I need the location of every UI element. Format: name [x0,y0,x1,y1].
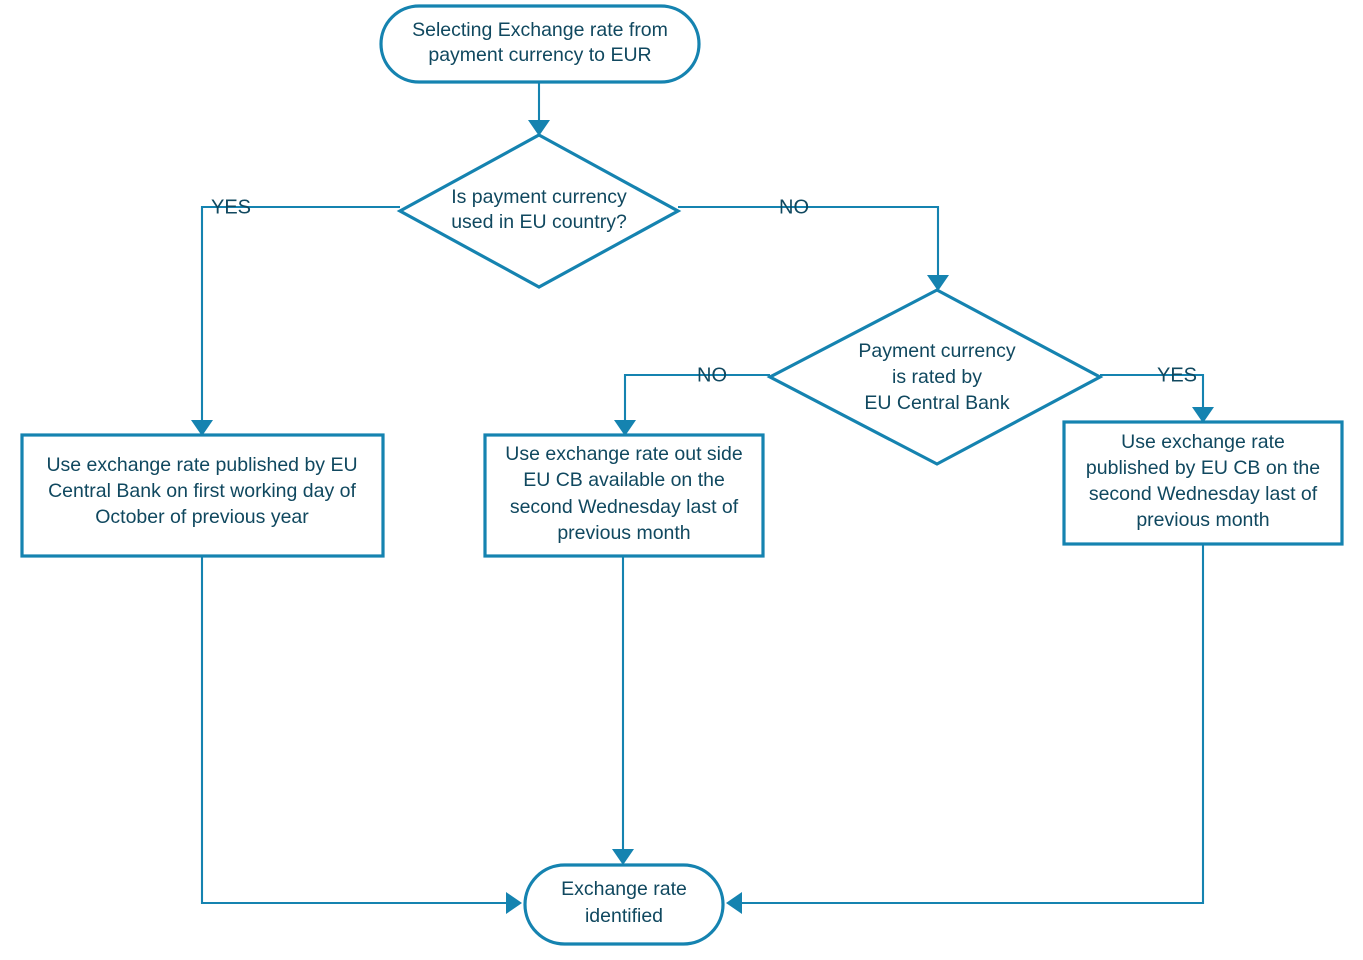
decision-rated-line-3: EU Central Bank [864,392,1009,414]
process-outside-ecb-shape[interactable] [483,433,765,558]
arrow-head-icon [726,892,742,914]
edge-path [200,205,400,422]
edge-rated-no-to-outside [614,373,770,436]
end-node-line-1: Exchange rate [561,878,687,900]
edge-eu-no-to-decision-rated [678,205,949,291]
decision-eu-country-shape[interactable] [396,133,682,289]
process-october-line-1: Use exchange rate published by EU [46,454,357,476]
process-outside-line-4: previous month [557,522,690,544]
edge-path [623,373,770,422]
process-ecb-wednesday-line-1: Use exchange rate [1121,431,1285,453]
node-end[interactable]: Exchange rate identified [523,863,725,946]
node-decision-eu-country[interactable]: Is payment currency used in EU country? [396,133,682,289]
process-outside-line-3: second Wednesday last of [510,496,739,518]
decision-eu-country-line-2: used in EU country? [451,211,627,233]
edge-label-eu-country-no: NO [779,196,809,218]
decision-rated-line-2: is rated by [892,366,982,388]
process-october-line-2: Central Bank on first working day of [48,480,356,502]
arrow-head-icon [927,275,949,291]
start-node-line-2: payment currency to EUR [428,44,651,66]
decision-rated-line-1: Payment currency [858,340,1015,362]
decision-eu-country-line-1: Is payment currency [451,186,627,208]
start-node-line-1: Selecting Exchange rate from [412,19,668,41]
edge-path [200,557,508,905]
process-ecb-wednesday-line-2: published by EU CB on the [1086,457,1320,479]
edge-ecb-wednesday-to-end [726,545,1205,914]
node-process-ecb-wednesday[interactable]: Use exchange rate published by EU CB on … [1062,420,1344,546]
process-october-shape[interactable] [20,433,385,558]
edge-eu-yes-to-october [191,205,400,436]
arrow-head-icon [191,420,213,436]
process-outside-line-2: EU CB available on the [523,469,725,491]
arrow-head-icon [1192,407,1214,423]
edge-label-rated-no: NO [697,364,727,386]
arrow-head-icon [528,120,550,136]
decision-rated-by-ecb-shape[interactable] [766,288,1104,466]
end-node-shape[interactable] [523,863,725,946]
edge-outside-to-end [612,557,634,865]
process-october-line-3: October of previous year [95,506,309,528]
edge-path [1100,373,1205,409]
process-ecb-wednesday-line-3: second Wednesday last of [1089,483,1318,505]
edge-october-to-end [200,557,522,914]
arrow-head-icon [612,849,634,865]
node-decision-rated-by-ecb[interactable]: Payment currency is rated by EU Central … [766,288,1104,466]
edge-rated-yes-to-ecb-wednesday [1100,373,1214,423]
arrow-head-icon [614,420,636,436]
node-start[interactable]: Selecting Exchange rate from payment cur… [379,4,701,84]
process-ecb-wednesday-line-4: previous month [1136,509,1269,531]
edge-label-eu-country-yes: YES [211,196,251,218]
process-ecb-wednesday-shape[interactable] [1062,420,1344,546]
arrow-head-icon [506,892,522,914]
edge-start-to-decision-eu [528,82,550,136]
node-process-october[interactable]: Use exchange rate published by EU Centra… [20,433,385,558]
edge-path [678,205,940,277]
end-node-line-2: identified [585,905,663,927]
edge-path [740,545,1205,905]
edge-label-rated-yes: YES [1157,364,1197,386]
process-outside-line-1: Use exchange rate out side [505,443,742,465]
node-process-outside-ecb[interactable]: Use exchange rate out side EU CB availab… [483,433,765,558]
start-node-shape[interactable] [379,4,701,84]
